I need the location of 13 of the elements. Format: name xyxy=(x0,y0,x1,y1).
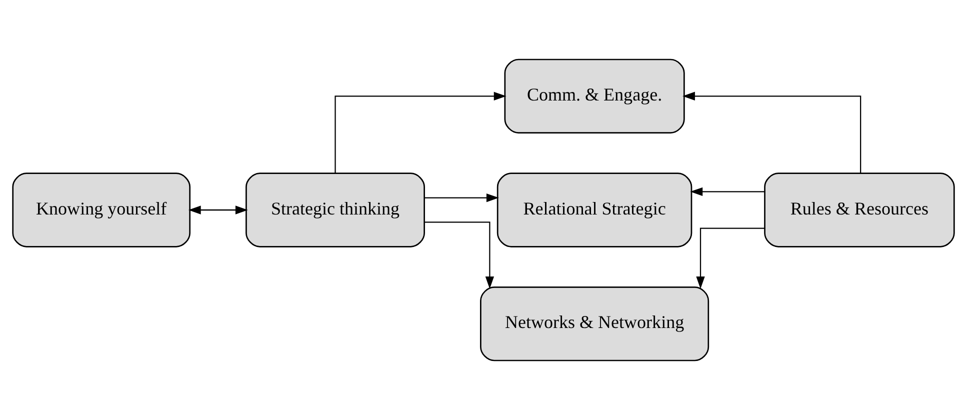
node-box: Rules & Resources xyxy=(764,172,955,247)
node-box: Knowing yourself xyxy=(12,172,191,247)
arrow xyxy=(424,221,494,288)
arrow xyxy=(334,91,506,173)
node-box: Strategic thinking xyxy=(246,172,425,247)
arrow xyxy=(696,227,765,288)
node-box: Relational Strategic xyxy=(496,172,692,247)
arrow xyxy=(424,192,499,202)
node-box: Networks & Networking xyxy=(480,286,710,361)
arrow xyxy=(690,186,765,196)
arrow xyxy=(188,205,248,214)
arrow xyxy=(682,91,862,173)
node-box: Comm. & Engage. xyxy=(504,58,685,133)
